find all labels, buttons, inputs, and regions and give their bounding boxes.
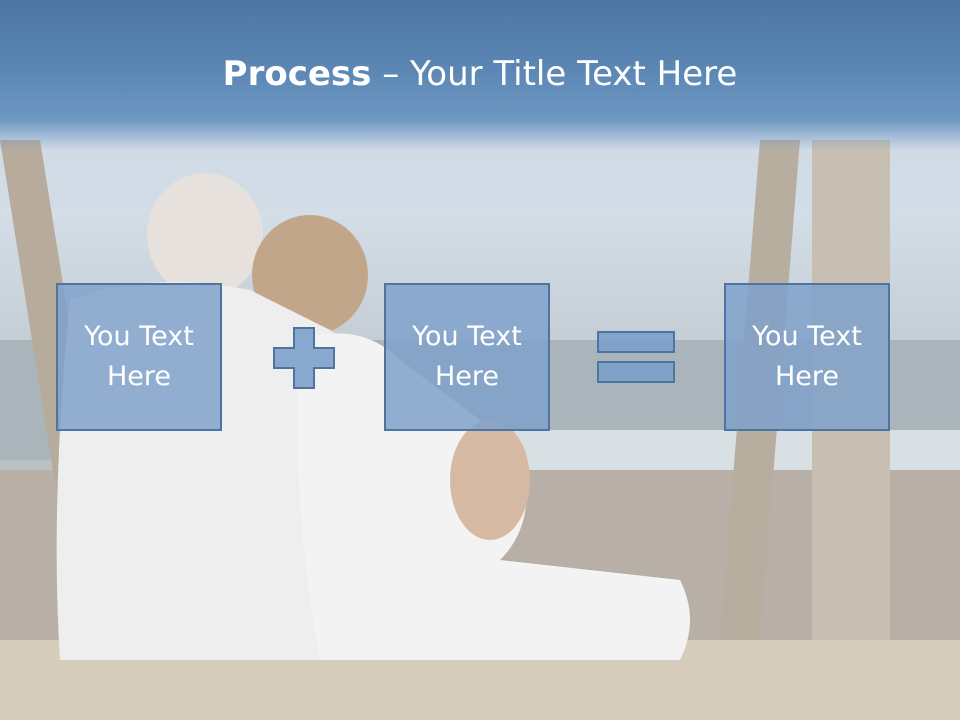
text-box-1[interactable]: You Text Here xyxy=(56,283,222,431)
plus-icon xyxy=(273,327,335,389)
title-dash: – xyxy=(371,54,411,94)
equals-icon xyxy=(597,331,675,383)
text-box-2-label: You Text Here xyxy=(412,321,522,392)
woman-head xyxy=(252,215,368,335)
text-box-1-label: You Text Here xyxy=(84,321,194,392)
text-box-2[interactable]: You Text Here xyxy=(384,283,550,431)
title-bar xyxy=(0,0,960,150)
arm xyxy=(450,420,530,540)
text-box-3-label: You Text Here xyxy=(752,321,862,392)
man-head xyxy=(147,173,263,297)
title-rest: Your Title Text Here xyxy=(410,54,738,94)
text-box-3[interactable]: You Text Here xyxy=(724,283,890,431)
slide-title: Process – Your Title Text Here xyxy=(0,50,960,98)
title-bold: Process xyxy=(222,54,372,94)
